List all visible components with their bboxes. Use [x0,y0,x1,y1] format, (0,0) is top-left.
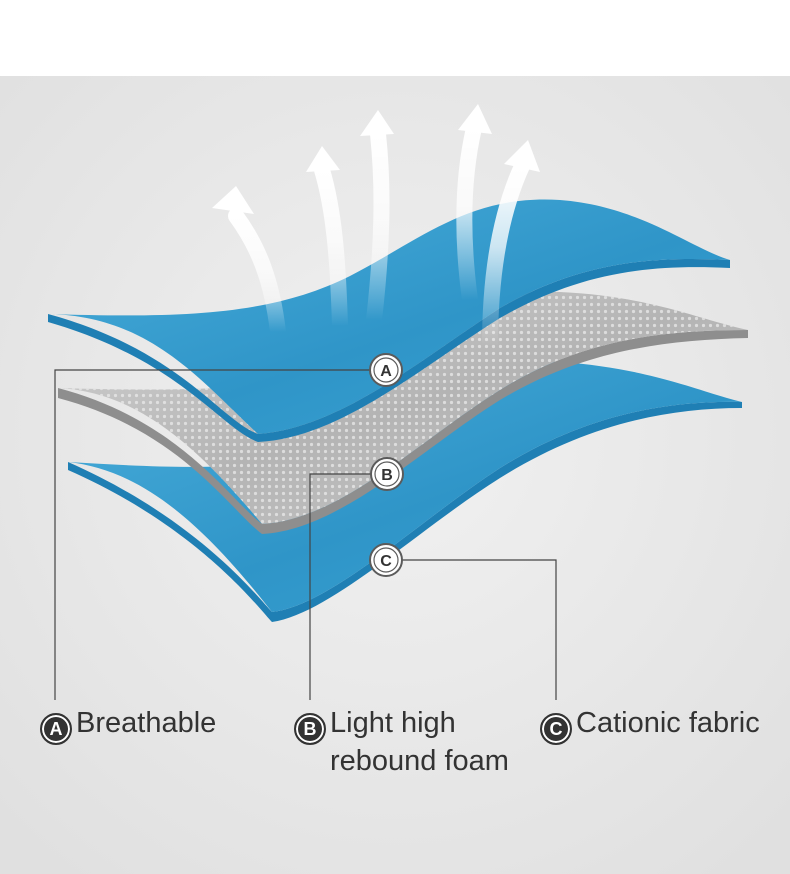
leader-lines [54,369,557,700]
marker-a-letter: A [380,363,392,380]
legend-badge-c: C [540,713,572,745]
marker-b-letter: B [381,467,393,484]
airflow-arrow-icon [456,104,492,308]
legend-badge-a: A [40,713,72,745]
airflow-arrow-icon [360,110,394,328]
marker-a: A [369,353,403,387]
marker-b: B [370,457,404,491]
legend-badge-b: B [294,713,326,745]
marker-c: C [369,543,403,577]
legend-label-c: Cationic fabric [576,707,760,739]
leader-line-b [309,473,372,700]
airflow-arrow-icon [212,186,286,340]
fabric-layer-a [48,199,730,442]
fabric-layer-c [68,361,742,622]
leader-line-a [54,369,370,700]
leader-line-c [402,559,557,700]
marker-c-letter: C [380,553,392,570]
airflow-arrow-icon [482,140,540,354]
legend-label-b-line1: Light high [330,707,456,739]
foam-layer-b [58,291,748,534]
airflow-arrow-icon [306,146,348,334]
legend-label-a: Breathable [76,707,217,739]
airflow-arrows [212,104,540,354]
legend-label-b-line2: rebound foam [330,745,509,777]
